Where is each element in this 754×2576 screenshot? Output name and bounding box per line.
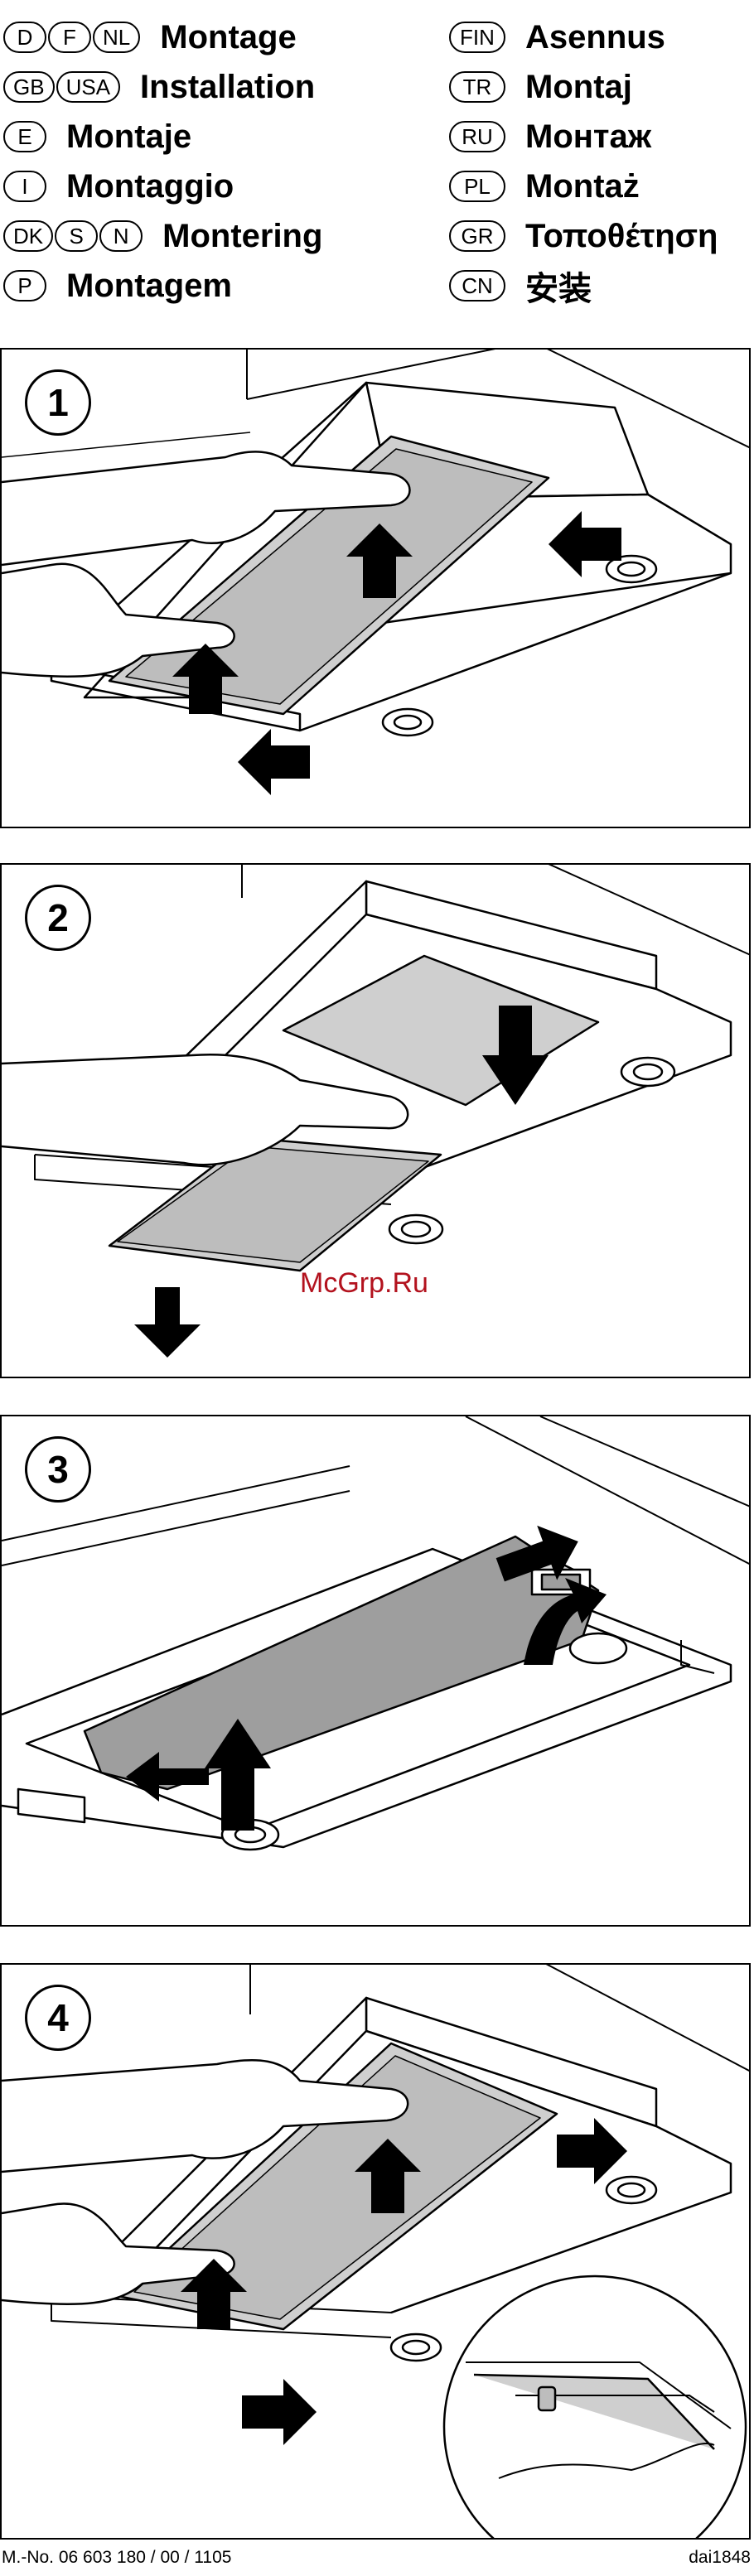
- document-code: dai1848: [689, 2548, 751, 2568]
- lang-row-gb-usa: GB USA Installation: [3, 66, 315, 108]
- lang-label: Montering: [162, 218, 322, 255]
- lang-row-it: I Montaggio: [3, 166, 234, 207]
- lang-code-badge: S: [55, 220, 98, 252]
- lang-code-badge: PL: [449, 171, 505, 202]
- lang-code-badge: NL: [93, 22, 140, 53]
- lang-label: Installation: [140, 69, 315, 106]
- lang-code-badge: I: [3, 171, 46, 202]
- lang-label: Montaj: [525, 69, 632, 106]
- step-2-panel: 2: [0, 863, 751, 1378]
- lang-row-pt: P Montagem: [3, 265, 232, 306]
- lang-code-badge: D: [3, 22, 46, 53]
- step-number: 1: [25, 369, 91, 436]
- lang-row-fin: FIN Asennus: [449, 17, 665, 58]
- lang-row-es: E Montaje: [3, 116, 191, 157]
- lang-code-badge: FIN: [449, 22, 505, 53]
- lang-label: Montaje: [66, 118, 191, 156]
- step-number: 4: [25, 1985, 91, 2051]
- lang-row-cn: CN 安装: [449, 265, 592, 306]
- lang-label: Asennus: [525, 19, 665, 56]
- lang-code-badge: USA: [56, 71, 120, 103]
- model-number: M.-No. 06 603 180 / 00 / 1105: [2, 2548, 231, 2568]
- lang-label: Montage: [160, 19, 296, 56]
- lang-code-badge: F: [48, 22, 91, 53]
- lang-code-badge: E: [3, 121, 46, 152]
- lang-code-badge: CN: [449, 270, 505, 301]
- lang-label: Montagem: [66, 268, 232, 305]
- lang-label: 安装: [525, 262, 592, 310]
- lang-row-ru: RU Монтаж: [449, 116, 651, 157]
- step-1-illustration: [2, 350, 751, 828]
- lang-label: Montaż: [525, 168, 640, 205]
- lang-row-pl: PL Montaż: [449, 166, 640, 207]
- lang-code-badge: TR: [449, 71, 505, 103]
- lang-code-badge: P: [3, 270, 46, 301]
- lang-code-badge: N: [99, 220, 143, 252]
- lang-label: Τοποθέτηση: [525, 218, 718, 255]
- lang-label: Монтаж: [525, 118, 651, 156]
- step-2-illustration: [2, 865, 751, 1378]
- lang-row-tr: TR Montaj: [449, 66, 632, 108]
- step-4-panel: 4: [0, 1963, 751, 2540]
- step-4-illustration: [2, 1965, 751, 2540]
- lang-code-badge: GR: [449, 220, 505, 252]
- lang-code-badge: RU: [449, 121, 505, 152]
- step-number: 2: [25, 885, 91, 951]
- step-3-illustration: [2, 1416, 751, 1927]
- lang-row-dk-s-n: DK S N Montering: [3, 215, 322, 257]
- lang-row-gr: GR Τοποθέτηση: [449, 215, 718, 257]
- watermark-text: McGrp.Ru: [300, 1267, 428, 1300]
- step-3-panel: 3: [0, 1415, 751, 1927]
- lang-label: Montaggio: [66, 168, 234, 205]
- lang-row-de-fr-nl: D F NL Montage: [3, 17, 297, 58]
- lang-code-badge: DK: [3, 220, 53, 252]
- lang-code-badge: GB: [3, 71, 55, 103]
- step-1-panel: 1: [0, 348, 751, 828]
- step-number: 3: [25, 1436, 91, 1503]
